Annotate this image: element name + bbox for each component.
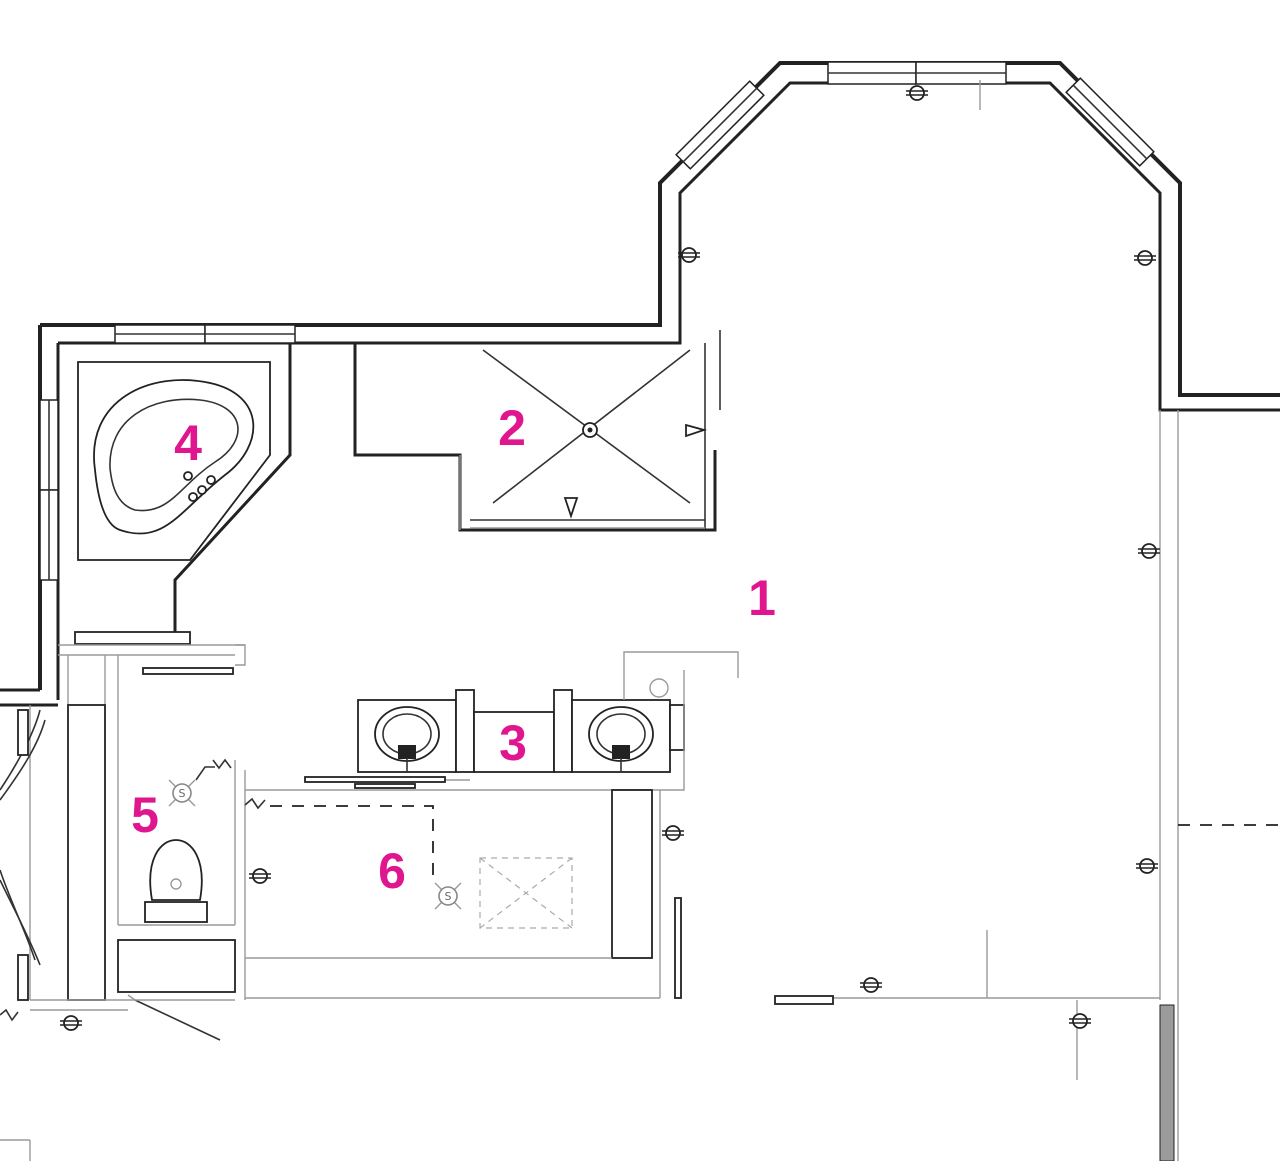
skylight-icon xyxy=(479,857,573,929)
light-switch-icon xyxy=(0,758,266,1022)
outlet-icon xyxy=(1136,858,1158,874)
room-labels: 1 2 3 4 5 6 xyxy=(131,400,776,899)
room-label-3: 3 xyxy=(499,715,527,771)
vanity xyxy=(245,651,739,791)
room-label-2: 2 xyxy=(498,400,526,456)
room-label-6: 6 xyxy=(378,843,406,899)
outlet-icon xyxy=(1069,1013,1091,1029)
floor-drain-icon xyxy=(582,422,598,438)
exhaust-fan-icon: S xyxy=(168,779,196,807)
dressing-room xyxy=(245,789,682,999)
fan-label: S xyxy=(445,890,452,903)
shower xyxy=(353,330,721,532)
outlet-icon xyxy=(860,977,882,993)
outlets xyxy=(60,85,1160,1031)
outlet-icon xyxy=(1138,543,1160,559)
room-label-5: 5 xyxy=(131,787,159,843)
wc-room xyxy=(0,631,246,1041)
windows xyxy=(39,61,1155,581)
fan-label: S xyxy=(179,787,186,800)
exhaust-fan-icon: S xyxy=(434,882,462,910)
outlet-icon xyxy=(906,85,928,101)
corner-tub xyxy=(77,343,292,640)
outlet-icon xyxy=(678,247,700,263)
outlet-icon xyxy=(1134,250,1156,266)
outlet-icon xyxy=(249,868,271,884)
exterior-walls xyxy=(0,61,1280,1161)
misc-walls xyxy=(0,80,1280,1161)
room-label-4: 4 xyxy=(174,415,202,471)
toilet xyxy=(144,839,208,923)
outlet-icon xyxy=(60,1015,82,1031)
room-label-1: 1 xyxy=(748,570,776,626)
outlet-icon xyxy=(662,825,684,841)
